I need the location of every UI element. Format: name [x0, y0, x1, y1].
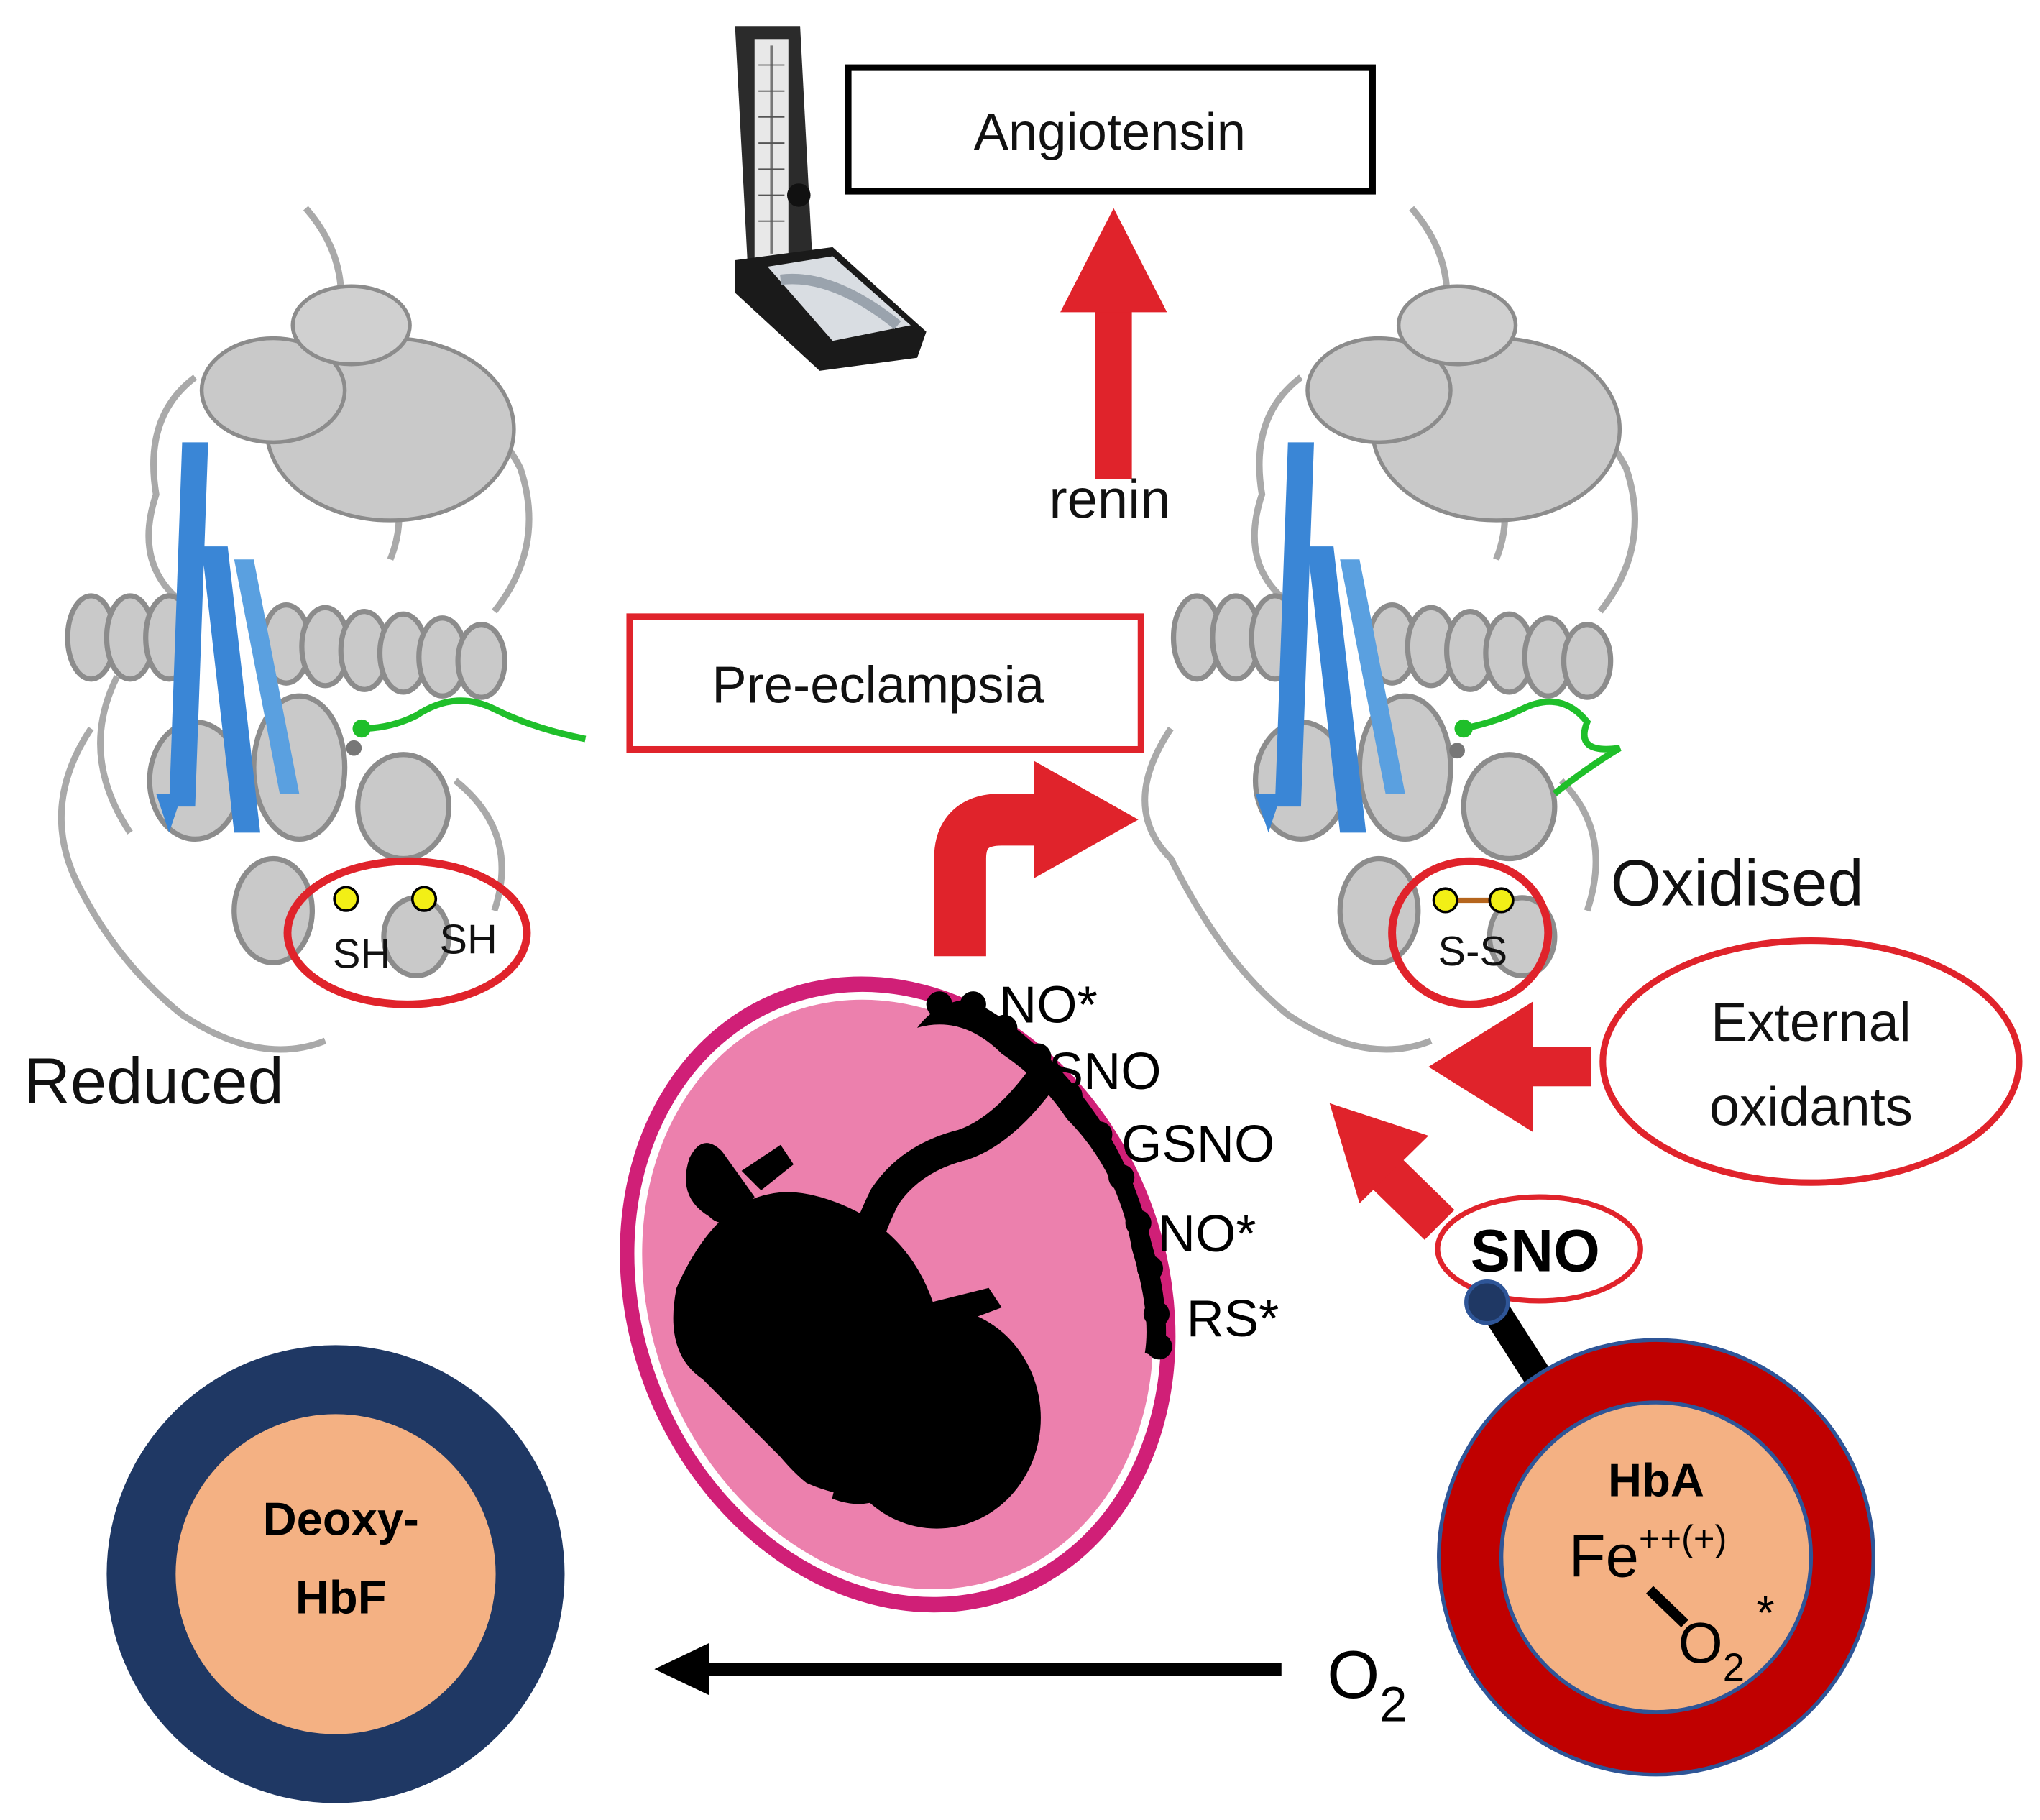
- hba-cell: HbA Fe++(+) O2 *: [1437, 1279, 1875, 1777]
- curved-red-arrow: [934, 760, 1139, 957]
- pre-eclampsia-box: Pre-eclampsia: [626, 613, 1144, 753]
- fe-label: Fe++(+): [1569, 1517, 1727, 1589]
- oxidised-label: Oxidised: [1611, 847, 1864, 920]
- reduced-label: Reduced: [24, 1045, 284, 1118]
- angiotensin-box: Angiotensin: [845, 64, 1376, 195]
- sh-left-label: SH: [333, 932, 390, 978]
- ss-label: S-S: [1438, 929, 1508, 975]
- deoxy-line1: Deoxy-: [263, 1493, 419, 1545]
- sno-bubble: SNO: [1435, 1194, 1643, 1304]
- species-gsno: GSNO: [1121, 1115, 1274, 1173]
- species-no-1: NO*: [999, 976, 1098, 1034]
- placenta-species-list: NO* SNO GSNO NO* RS*: [999, 976, 1279, 1348]
- deoxy-line2: HbF: [295, 1571, 387, 1623]
- protein-structure-oxidised: [1141, 206, 1638, 1053]
- external-oxidants-line1: External: [1711, 992, 1911, 1053]
- placenta: [620, 976, 1176, 1613]
- renin-label: renin: [1049, 469, 1170, 530]
- o2-transfer-arrow: [654, 1642, 1282, 1696]
- fetus-silhouette-icon: [673, 1143, 1041, 1529]
- bound-o2-star: *: [1756, 1586, 1774, 1639]
- protein-structure-reduced: [58, 206, 587, 1053]
- sphygmomanometer-icon: [735, 26, 927, 371]
- oxidised-disulfide-highlight: S-S: [1388, 857, 1553, 1008]
- external-oxidants-line2: oxidants: [1709, 1077, 1913, 1138]
- external-oxidants-arrow: [1428, 1001, 1591, 1132]
- sno-bold-label: SNO: [1470, 1217, 1599, 1284]
- sh-right-label: SH: [439, 917, 497, 963]
- deoxy-hbf-cell: Deoxy- HbF: [106, 1345, 565, 1803]
- angiotensin-label: Angiotensin: [974, 103, 1246, 161]
- reduced-thiols-highlight: SH SH: [283, 857, 531, 1008]
- sno-arrow: [1329, 1103, 1455, 1240]
- pre-eclampsia-label: Pre-eclampsia: [712, 656, 1044, 714]
- external-oxidants-bubble: External oxidants: [1599, 937, 2023, 1186]
- species-sno: SNO: [1049, 1042, 1162, 1100]
- o2-label: O2: [1327, 1637, 1407, 1732]
- species-no-2: NO*: [1158, 1205, 1256, 1263]
- renin-arrow: [1060, 208, 1167, 479]
- bound-o2-label: O2: [1678, 1611, 1745, 1689]
- hba-label: HbA: [1608, 1453, 1704, 1506]
- species-rs: RS*: [1187, 1290, 1279, 1348]
